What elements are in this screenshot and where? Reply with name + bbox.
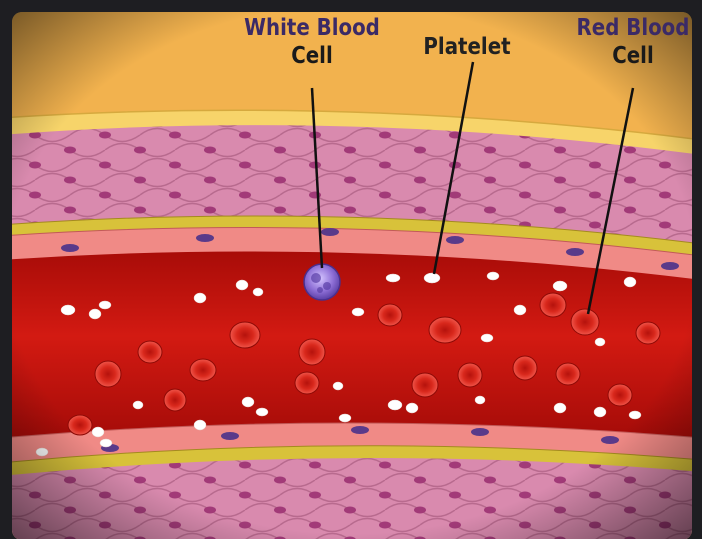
white-blood-cell-label-line2: Cell bbox=[235, 42, 390, 70]
white-blood-cell-label: White Blood Cell bbox=[235, 14, 390, 70]
red-blood-cell-label-line1: Red Blood bbox=[560, 14, 702, 42]
platelet-label: Platelet bbox=[403, 33, 532, 61]
red-blood-cell-label: Red Blood Cell bbox=[560, 14, 702, 70]
white-blood-cell-label-line1: White Blood bbox=[235, 14, 390, 42]
red-blood-cell-label-line2: Cell bbox=[560, 42, 702, 70]
